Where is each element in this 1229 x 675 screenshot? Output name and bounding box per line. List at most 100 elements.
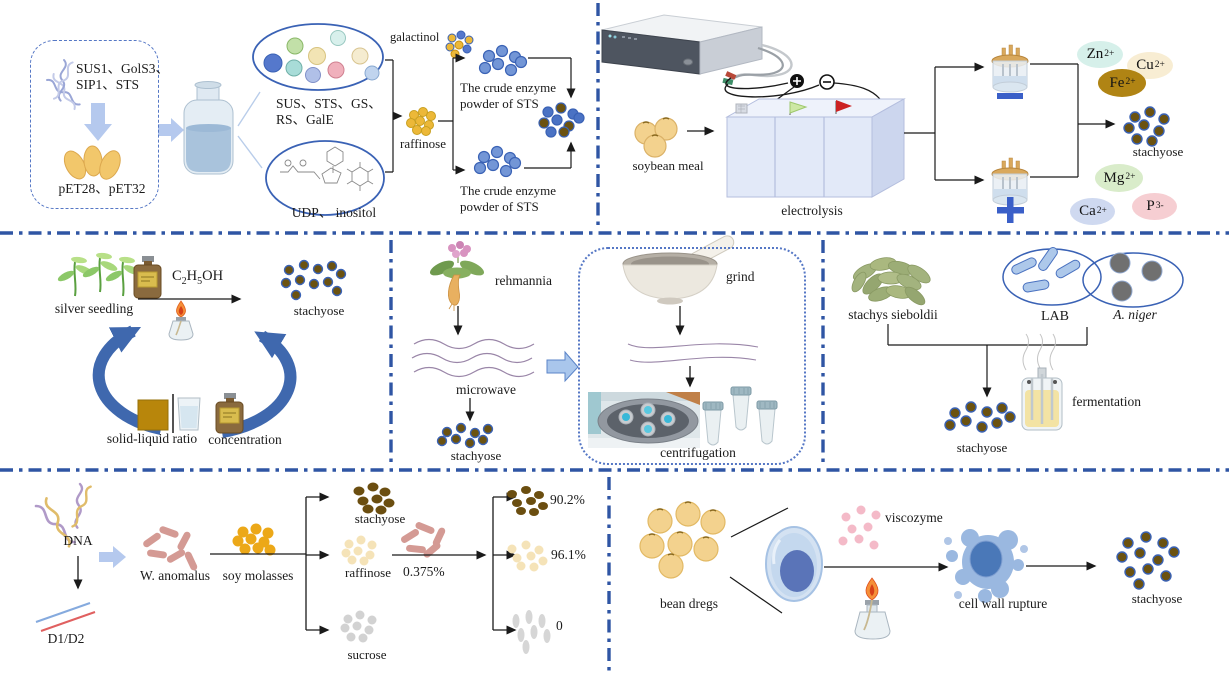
panel-microwave — [411, 235, 778, 449]
stachyose-dots-icon — [280, 259, 347, 301]
raffinose-pct-label: 96.1% — [551, 547, 586, 562]
raffinose-label: raffinose — [400, 136, 446, 151]
panel-enzymatic-synthesis — [46, 23, 585, 216]
branch-lines-2 — [492, 492, 517, 635]
panel-enzymolysis — [639, 501, 1180, 640]
enzyme-circles-icon — [263, 30, 380, 83]
stachyose-label: stachyose — [1132, 144, 1184, 159]
stachyose-dots-icon — [944, 401, 1016, 433]
alcohol-lamp-icon — [168, 300, 194, 341]
gene-list-label: SUS1、GolS3、 SIP1、STS — [76, 61, 170, 93]
d1-d2-primers-icon — [35, 602, 96, 632]
right-block-arrow-icon — [99, 546, 126, 568]
viscozyme-dots-icon — [838, 505, 881, 550]
crude-enzyme-top-label: The crude enzyme powder of STS — [460, 80, 557, 111]
a-niger-label: A. niger — [1113, 307, 1157, 322]
w-anomalus-icon — [143, 526, 198, 571]
cell-wall-rupture-label: cell wall rupture — [958, 596, 1048, 611]
udp-inositol-structure-icon — [280, 146, 374, 191]
raffinose-cluster-icon — [341, 535, 377, 566]
rehmannia-icon — [429, 241, 485, 311]
crude-enzyme-bottom-icon — [473, 145, 522, 178]
sucrose-pct-label: 0 — [556, 618, 563, 633]
soybean-meal-label: soybean meal — [632, 158, 704, 173]
bean-dregs-label: bean dregs — [659, 596, 719, 611]
rehmannia-label: rehmannia — [495, 273, 552, 288]
a-niger-ellipse — [1082, 252, 1184, 308]
viscozyme-label: viscozyme — [885, 510, 943, 525]
raffinose-result-icon — [507, 540, 548, 572]
right-block-arrow-icon — [546, 350, 579, 383]
split-lines — [438, 53, 466, 175]
centrifugation-label: centrifugation — [660, 445, 736, 460]
alcohol-lamp-icon — [854, 577, 891, 640]
sucrose-result-icon — [512, 610, 551, 654]
stachyose-pct-label: 90.2% — [550, 492, 585, 507]
branch-lines-1 — [210, 492, 330, 635]
right-block-arrow-icon — [158, 118, 184, 142]
reagent-bottle-icon — [133, 256, 162, 299]
concentration-bottle-icon — [215, 393, 244, 434]
expression-dashed-box — [30, 40, 159, 209]
raffinose-label: raffinose — [345, 565, 391, 580]
lab-bacteria-icon — [1011, 247, 1081, 293]
panel-fermentation — [851, 247, 1184, 433]
panel-dividers — [0, 3, 1229, 673]
enzyme-list-label: SUS、STS、GS、 RS、GalE — [276, 96, 382, 128]
lab-label: LAB — [1041, 309, 1069, 324]
panel-yeast — [34, 482, 551, 654]
udp-inositol-label: UDP、 inositol — [291, 205, 377, 220]
electrode-output-lines — [1030, 63, 1116, 178]
d1-d2-label: D1/D2 — [47, 631, 85, 646]
dna-label: DNA — [63, 533, 93, 548]
fermentation-label: fermentation — [1072, 394, 1141, 409]
stachyose-result-icon — [507, 486, 548, 516]
panel-electrolysis — [601, 14, 1170, 223]
stachyose-label: stachyose — [1131, 591, 1183, 606]
dna-icon — [34, 482, 92, 548]
stachys-sieboldii-label: stachys sieboldii — [848, 307, 938, 322]
stachyose-cluster-icon — [353, 482, 395, 515]
w-anomalus-label: W. anomalus — [140, 568, 210, 583]
flask-icon — [183, 81, 234, 175]
microwave-waves-icon — [411, 338, 535, 378]
cell-icon — [765, 526, 823, 602]
mortar-pestle-icon — [622, 235, 735, 305]
sucrose-cluster-icon — [340, 610, 377, 643]
plasmid-proteins-icon — [63, 145, 121, 180]
tank-branch-lines — [904, 62, 985, 185]
stachyose-label: stachyose — [956, 440, 1008, 455]
cathode-electrode-icon — [991, 44, 1029, 99]
soy-molasses-label: soy molasses — [222, 568, 294, 583]
silver-seedling-label: silver seedling — [54, 301, 134, 316]
w-anomalus-dose-icon — [400, 522, 446, 558]
extract-waves-icon — [627, 343, 759, 363]
cycle-arrows-icon — [92, 325, 297, 438]
power-supply-icon — [601, 14, 881, 107]
electrolysis-label: electrolysis — [781, 203, 843, 218]
crude-enzyme-bottom-label: The crude enzyme powder of STS — [460, 183, 557, 214]
stachys-sieboldii-icon — [851, 257, 931, 306]
crude-enzyme-top-icon — [478, 44, 528, 77]
stachyose-dots-icon — [436, 422, 494, 449]
electrolysis-tank-icon — [725, 98, 906, 198]
seedling-icon — [57, 252, 141, 297]
plasmids-label: pET28、pET32 — [58, 181, 146, 196]
panel-extraction — [57, 252, 347, 438]
grind-label: grind — [726, 269, 755, 284]
soy-molasses-icon — [232, 523, 276, 556]
centrifuge-tube-icon — [702, 386, 778, 446]
converge-lines — [887, 324, 1088, 398]
grind-centrifuge-dashed-box — [578, 247, 806, 465]
stachyose-product-icon — [538, 102, 585, 138]
stachyose-label: stachyose — [450, 448, 502, 463]
a-niger-spores-icon — [1109, 252, 1163, 302]
diverging-lines — [729, 507, 789, 614]
